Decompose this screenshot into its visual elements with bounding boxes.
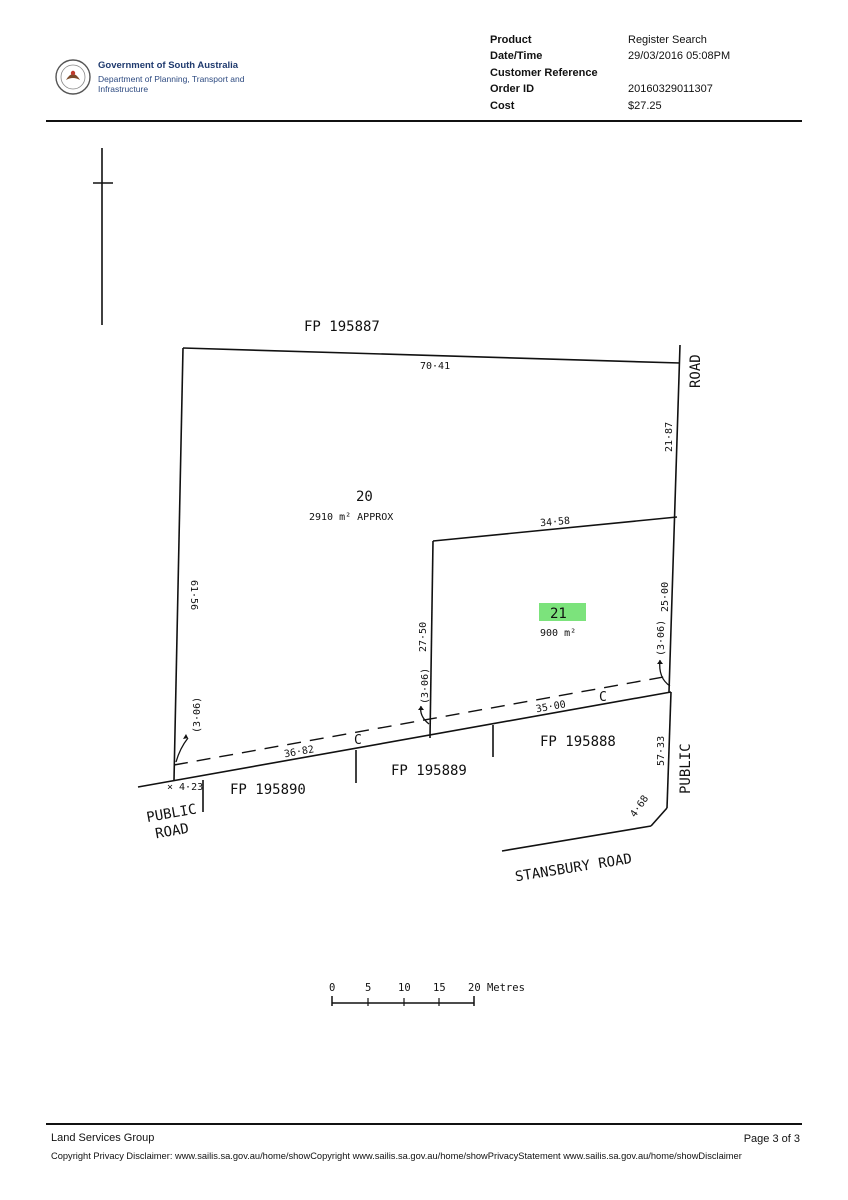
splay-corner <box>650 807 668 827</box>
dim-lot21-west: 27·50 <box>418 622 429 652</box>
boundary-south <box>137 691 672 788</box>
state-badge-icon <box>55 59 91 95</box>
neighbour-south-mid: FP 195889 <box>391 763 467 779</box>
header-divider <box>46 120 802 122</box>
dim-lot21-east: 25·00 <box>660 582 671 612</box>
dim-offset-west: (3·06) <box>192 697 203 733</box>
meta-label: Product <box>490 34 532 46</box>
lot20-number: 20 <box>356 489 373 505</box>
meta-label: Cost <box>490 99 515 112</box>
meta-label: Date/Time <box>490 50 543 63</box>
dim-offset-east: (3·06) <box>656 620 667 656</box>
easement-mark-east: C <box>599 690 607 705</box>
dim-south-east-segment: 35·00 <box>535 699 567 715</box>
scale-tick-0: 0 <box>329 982 335 994</box>
lot21-area: 900 m² <box>540 628 576 639</box>
boundary-north <box>182 347 681 364</box>
road-east-lower-label: PUBLIC <box>678 743 694 794</box>
lot21-number: 21 <box>550 606 567 622</box>
easement-line <box>173 675 670 766</box>
meta-value: 29/03/2016 05:08PM <box>628 50 731 63</box>
road-east-label: ROAD <box>688 354 704 388</box>
road-south-west-line1: PUBLIC <box>145 801 198 826</box>
dim-corner-sw: × 4·23 <box>167 782 203 793</box>
footer-disclaimer: Copyright Privacy Disclaimer: www.sailis… <box>51 1151 742 1161</box>
scale-tick-10: 10 <box>398 982 411 994</box>
neighbour-south-west: FP 195890 <box>230 782 306 798</box>
easement-mark-west: C <box>354 733 362 748</box>
road-south-west-line2: ROAD <box>154 821 190 843</box>
meta-value: $27.25 <box>628 99 662 112</box>
org-department: Department of Planning, Transport and In… <box>98 74 245 94</box>
dim-south-west-segment: 36·82 <box>283 744 315 760</box>
east-road-lower <box>666 691 672 809</box>
dim-east-lower: 57·33 <box>656 736 667 766</box>
footer-group: Land Services Group <box>51 1132 155 1144</box>
lot21-north-boundary <box>432 516 678 542</box>
dim-west: 61·56 <box>188 580 199 610</box>
stansbury-road-line <box>501 825 652 852</box>
meta-label: Customer Reference <box>490 66 598 79</box>
scale-tick-15: 15 <box>433 982 446 994</box>
lot21-west-boundary <box>429 540 434 739</box>
dim-splay: 4·68 <box>628 794 651 820</box>
neighbour-south-east: FP 195888 <box>540 734 616 750</box>
boundary-west <box>173 347 184 781</box>
government-logo: Government of South Australia Department… <box>52 56 244 100</box>
lot20-area: 2910 m² APPROX <box>309 512 393 523</box>
boundary-east <box>668 344 681 693</box>
dim-lot21-north: 34·58 <box>540 516 571 530</box>
dim-east-upper: 21·87 <box>664 422 675 452</box>
lot21-highlight <box>539 603 586 621</box>
scale-tick-5: 5 <box>365 982 371 994</box>
dim-north: 70·41 <box>420 361 450 372</box>
page-number: Page 3 of 3 <box>743 1133 800 1145</box>
offset-arrow-west <box>175 737 189 763</box>
org-name: Government of South Australia <box>98 60 239 71</box>
scale-tick-20: 20 Metres <box>468 982 525 994</box>
scale-bar: 0 5 10 15 20 Metres <box>329 982 525 1006</box>
north-arrow-icon <box>93 148 113 325</box>
meta-value: 20160329011307 <box>628 83 713 96</box>
neighbour-north: FP 195887 <box>304 319 380 335</box>
meta-label: Order ID <box>490 83 535 96</box>
dim-offset-mid: (3·06) <box>420 668 431 704</box>
meta-value: Register Search <box>628 34 707 46</box>
footer-divider <box>46 1123 802 1125</box>
road-south-label: STANSBURY ROAD <box>514 851 633 885</box>
